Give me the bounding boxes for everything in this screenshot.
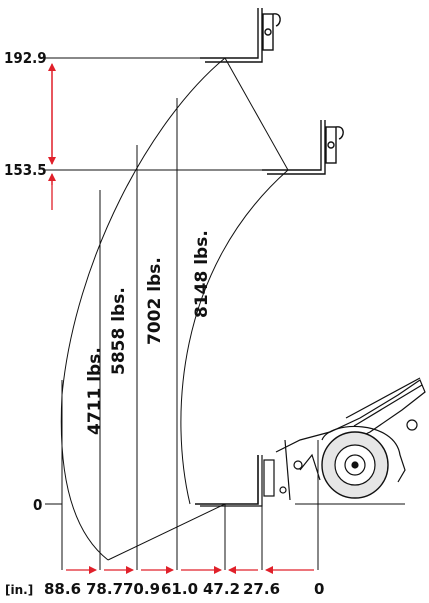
reach-label-70-9: 70.9 [123, 580, 160, 598]
upper-envelope-line [224, 57, 289, 171]
fork-mid [262, 120, 344, 175]
reach-label-0: 0 [314, 580, 324, 598]
reach-label-47-2: 47.2 [203, 580, 240, 598]
capacity-label-5858: 5858 lbs. [109, 287, 129, 375]
reach-label-78-7: 78.7 [86, 580, 123, 598]
reach-label-88-6: 88.6 [44, 580, 81, 598]
capacity-label-7002: 7002 lbs. [145, 257, 165, 345]
reach-label-27-6: 27.6 [243, 580, 280, 598]
lower-envelope-line [107, 503, 226, 561]
height-reference-lines [45, 57, 288, 512]
height-label-192-9: 192.9 [4, 49, 47, 67]
reach-envelope [60, 57, 289, 561]
reach-lines [61, 98, 319, 570]
inner-envelope-curve [180, 169, 289, 505]
telehandler-machine [195, 377, 426, 507]
height-label-0: 0 [33, 496, 42, 514]
height-label-153-5: 153.5 [4, 161, 47, 179]
fork-top [200, 8, 281, 63]
capacity-label-8148: 8148 lbs. [192, 230, 212, 318]
capacity-label-4711: 4711 lbs. [85, 347, 105, 435]
reach-label-61-0: 61.0 [161, 580, 198, 598]
unit-label: [in.] [5, 583, 33, 597]
outer-envelope-curve [60, 57, 226, 561]
